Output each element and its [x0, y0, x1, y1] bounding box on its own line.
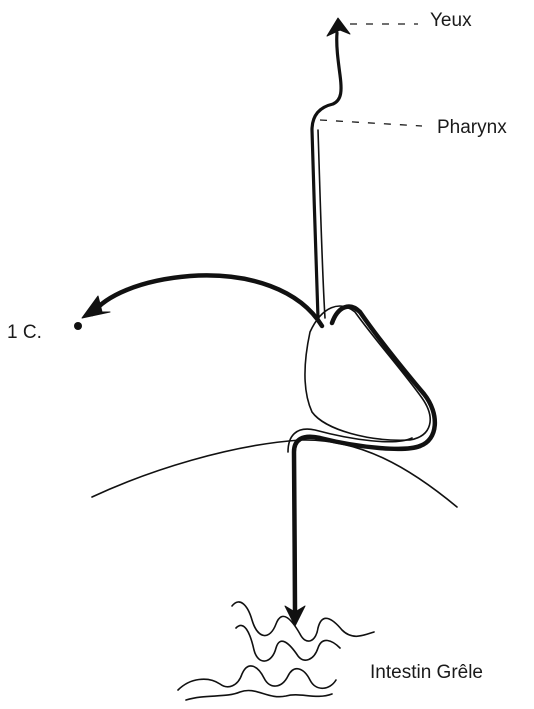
label-yeux: Yeux	[430, 10, 472, 31]
label-pharynx: Pharynx	[437, 117, 507, 138]
leader-pharynx	[320, 120, 422, 126]
point-1c	[74, 322, 82, 330]
upward-pathway-double	[318, 130, 325, 318]
downward-pathway	[294, 437, 420, 612]
intestine-villi-bottom	[178, 666, 336, 690]
label-1c: 1 C.	[7, 322, 42, 343]
intestine-villi-mid	[236, 625, 340, 661]
label-intestin-grele: Intestin Grêle	[370, 662, 483, 683]
intestine-villi-base	[186, 690, 332, 700]
organ-inner-outline	[332, 307, 435, 446]
left-pathway	[92, 275, 322, 326]
upward-pathway	[312, 33, 341, 318]
